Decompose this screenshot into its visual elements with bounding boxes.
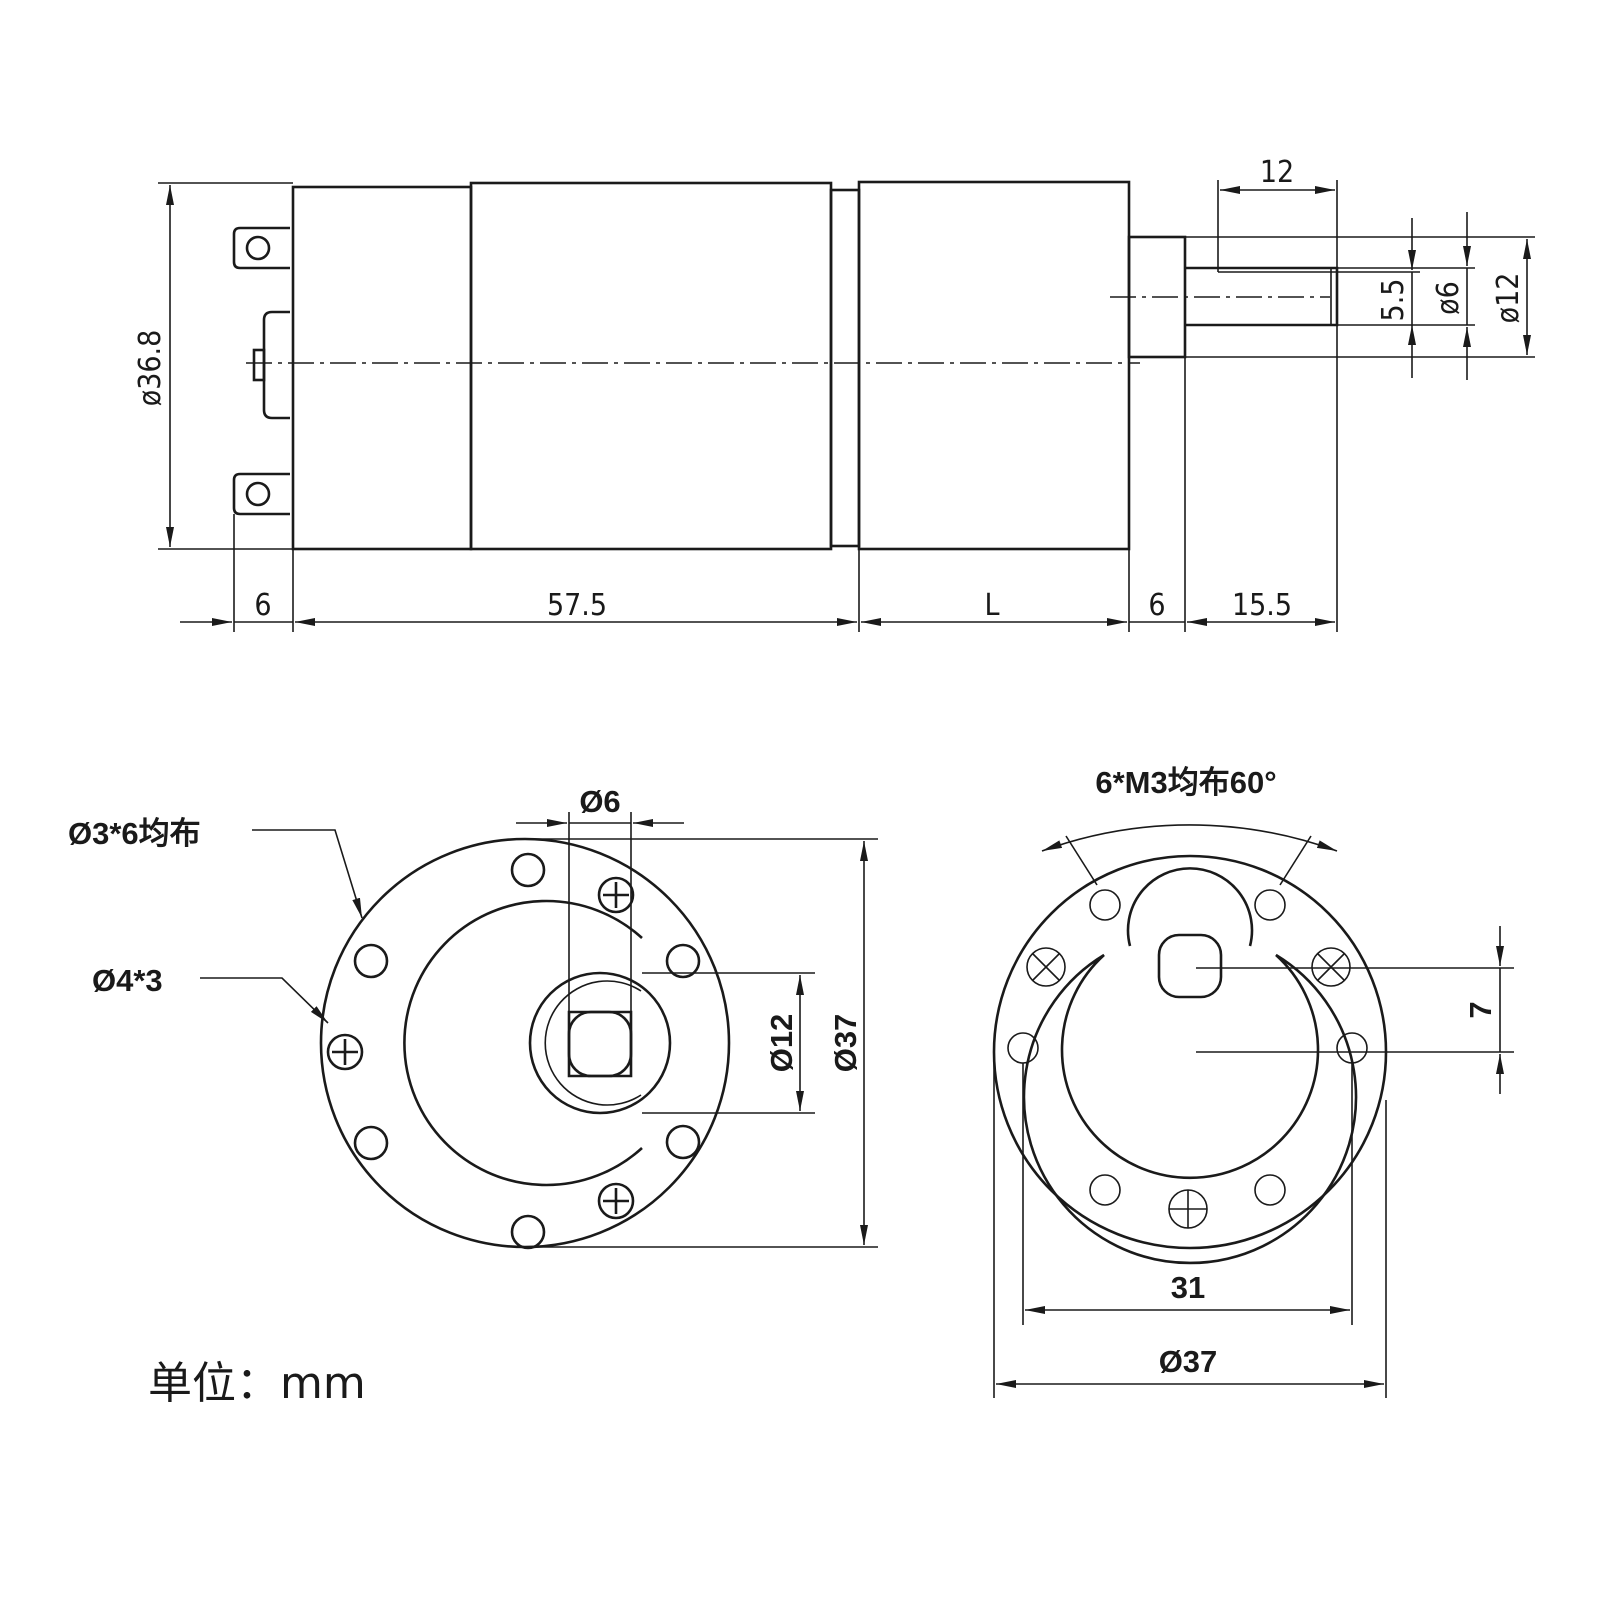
side-view: ø36.8 6 57.5 L 6 15.5 bbox=[133, 155, 1535, 632]
rear-rivet-2 bbox=[597, 1182, 635, 1220]
dim-rear-outer-diameter-label: Ø37 bbox=[828, 1014, 863, 1073]
motor-can bbox=[469, 181, 833, 551]
front-hole-3 bbox=[1007, 1032, 1039, 1064]
terminal-bottom bbox=[232, 472, 290, 516]
front-crescent bbox=[1022, 953, 1358, 1265]
rear-hole-5 bbox=[353, 1125, 389, 1161]
callout-threads-label: 6*M3均布60° bbox=[1095, 765, 1276, 800]
dim-front-hole-span: 31 bbox=[1022, 1063, 1353, 1325]
front-hole-6 bbox=[1254, 1174, 1286, 1206]
rear-hole-6 bbox=[353, 943, 389, 979]
dim-boss-diameter-label: ø12 bbox=[1491, 273, 1526, 324]
callout-holes-label: Ø3*6均布 bbox=[68, 816, 201, 851]
rear-d-shaft bbox=[567, 1010, 633, 1078]
dim-rear-shaft-diameter-label: Ø6 bbox=[579, 784, 620, 819]
dim-boss-length: 6 bbox=[1148, 588, 1165, 623]
dim-shaft-diameter-label: ø6 bbox=[1431, 281, 1466, 315]
dim-gearbox-length: L bbox=[984, 588, 999, 623]
dim-body-diameter: ø36.8 bbox=[133, 182, 293, 550]
rear-bearing-ring-outer bbox=[528, 971, 672, 1115]
rear-hole-2 bbox=[665, 943, 701, 979]
rear-crescent-slot bbox=[403, 899, 643, 1187]
callout-rivets-label: Ø4*3 bbox=[92, 963, 163, 998]
gearbox-body bbox=[857, 180, 1131, 551]
rear-bearing-cap bbox=[252, 310, 290, 420]
rear-hole-3 bbox=[665, 1124, 701, 1160]
dim-rear-boss-diameter-label: Ø12 bbox=[764, 1014, 799, 1073]
dim-rear-boss-diameter: Ø12 bbox=[642, 972, 815, 1114]
dim-flat-length-label: 12 bbox=[1260, 155, 1294, 190]
front-boss-arc bbox=[1126, 867, 1254, 947]
body-collar bbox=[829, 188, 861, 548]
dim-motor-length: 57.5 bbox=[547, 588, 607, 623]
rear-hole-1 bbox=[510, 852, 546, 888]
rear-bearing-ring-inner bbox=[544, 980, 642, 1106]
front-cross-hole-2 bbox=[1311, 947, 1351, 987]
rear-rivet-1 bbox=[597, 876, 635, 914]
dim-rear-shaft-diameter: Ø6 bbox=[516, 784, 684, 1040]
dim-front-outer-diameter: Ø37 bbox=[993, 1060, 1387, 1398]
dim-flat-length: 12 bbox=[1217, 155, 1338, 268]
units-note: 单位：mm bbox=[148, 1358, 366, 1409]
rear-rivet-3 bbox=[326, 1033, 364, 1071]
leader-rivets: Ø4*3 bbox=[92, 963, 329, 1024]
dim-chain-bottom: 6 57.5 L 6 15.5 bbox=[180, 325, 1338, 632]
dim-stack-right: 5.5 ø6 ø12 bbox=[1185, 212, 1535, 380]
dim-front-outer-diameter-label: Ø37 bbox=[1159, 1344, 1218, 1379]
front-hole-1 bbox=[1089, 889, 1121, 921]
front-end-view: 6*M3均布60° 7 31 Ø37 bbox=[992, 765, 1514, 1398]
dim-front-hole-span-label: 31 bbox=[1171, 1270, 1205, 1305]
dim-front-offset-label: 7 bbox=[1463, 1001, 1498, 1018]
rear-outer-circle bbox=[319, 837, 731, 1249]
dim-terminal-length: 6 bbox=[254, 588, 271, 623]
dim-front-offset: 7 bbox=[1463, 926, 1504, 1094]
dim-body-diameter-label: ø36.8 bbox=[133, 330, 168, 407]
rear-end-view: Ø3*6均布 Ø4*3 Ø6 Ø12 Ø37 bbox=[68, 784, 878, 1250]
motor-end-cap bbox=[291, 185, 473, 551]
rear-hole-4 bbox=[510, 1214, 546, 1250]
leader-holes: Ø3*6均布 bbox=[68, 816, 363, 919]
front-cross-hole-1 bbox=[1026, 947, 1066, 987]
dim-shaft-length: 15.5 bbox=[1232, 588, 1292, 623]
front-hole-2 bbox=[1254, 889, 1286, 921]
front-shaft-square bbox=[1157, 933, 1223, 999]
dim-flat-height-label: 5.5 bbox=[1376, 279, 1411, 322]
front-cross-hole-3 bbox=[1168, 1189, 1208, 1229]
dim-front-angle: 6*M3均布60° bbox=[1041, 765, 1338, 886]
terminal-top bbox=[232, 226, 290, 270]
dim-rear-outer-diameter: Ø37 bbox=[528, 838, 878, 1248]
front-hole-5 bbox=[1089, 1174, 1121, 1206]
